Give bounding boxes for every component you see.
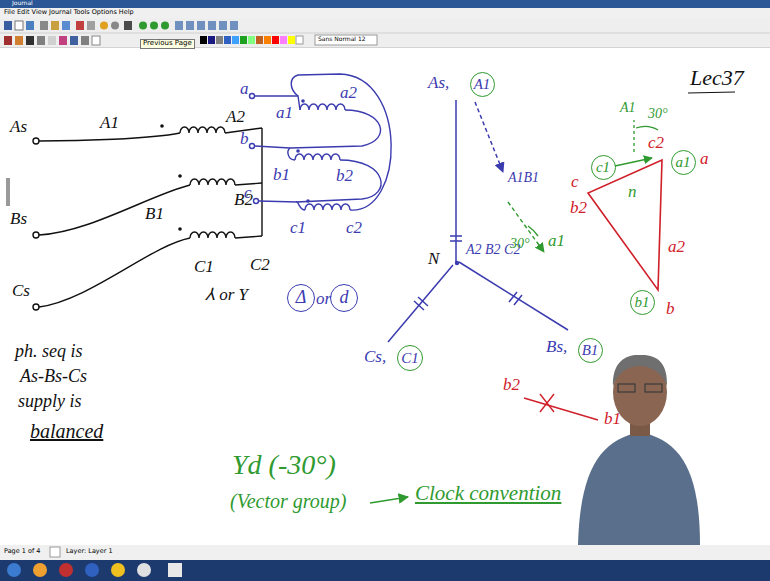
circled-text: B1 <box>582 342 599 359</box>
terminal-label: A1B1 <box>508 170 539 185</box>
terminal-label: c2 <box>648 134 664 153</box>
toolbar <box>0 18 770 48</box>
terminal-label: c1 <box>290 219 306 238</box>
window-title: Journal <box>12 0 33 7</box>
scroll-marker <box>6 178 10 206</box>
note-text: ph. seq is <box>15 342 83 362</box>
primary-windings <box>33 127 262 310</box>
circled-text: C1 <box>401 350 419 367</box>
status-text: Layer: Layer 1 <box>66 548 113 555</box>
terminal-label: c2 <box>346 219 362 238</box>
canvas <box>0 48 770 545</box>
circled-text: Δ <box>296 288 307 308</box>
terminal-label: b2 <box>570 199 587 218</box>
note-arrow <box>370 497 408 503</box>
taskbar <box>0 560 770 581</box>
red-sketch <box>524 394 598 420</box>
circled-text: b1 <box>635 294 650 311</box>
circled-text: a1 <box>676 154 691 171</box>
terminal-label: N <box>428 250 439 269</box>
circled-text: d <box>340 288 349 308</box>
terminal-label: A1 <box>100 114 119 133</box>
circled-label: a1 <box>671 150 696 175</box>
angle-label: 30° <box>510 236 530 251</box>
terminal-label: As <box>10 118 27 137</box>
terminal-label: b2 <box>336 167 353 186</box>
angle-label: 30° <box>648 106 668 121</box>
circled-label: d <box>330 284 358 312</box>
terminal-label: a1 <box>276 104 293 123</box>
terminal-label: As, <box>428 74 449 93</box>
terminal-label: b1 <box>273 166 290 185</box>
font-field: Sans Normal 12 <box>318 36 366 43</box>
terminal-label: a2 <box>668 238 685 257</box>
terminal-label: a <box>700 150 709 169</box>
terminal-label: c <box>244 184 252 203</box>
terminal-label: B1 <box>145 205 164 224</box>
taskbar-icons <box>7 563 182 577</box>
menu-items: File Edit View Journal Tools Options Hel… <box>4 9 134 16</box>
vector-group: Yd (-30°) <box>232 450 336 481</box>
terminal-label: Cs <box>12 282 30 301</box>
circled-text: A1 <box>474 76 491 93</box>
circled-text: c1 <box>596 159 610 176</box>
circled-label: B1 <box>578 338 603 363</box>
terminal-label: a <box>240 80 249 99</box>
note-text: Clock convention <box>415 482 561 505</box>
status-text: Page 1 of 4 <box>4 548 40 555</box>
neutral-point <box>455 261 459 265</box>
terminal-label: A2 <box>226 108 245 127</box>
toolbar-icons <box>4 21 238 45</box>
underline-strokes <box>688 92 735 93</box>
terminal-label: A1 <box>620 100 636 115</box>
terminal-label: c <box>571 173 579 192</box>
color-palette <box>200 35 377 45</box>
terminal-label: Bs, <box>546 338 567 357</box>
status-bar <box>0 545 770 560</box>
connection-note: or <box>316 290 331 309</box>
terminal-label: b2 <box>503 376 520 395</box>
circled-label: A1 <box>470 72 495 97</box>
circled-label: Δ <box>287 284 315 312</box>
terminal-label: b <box>666 300 675 319</box>
terminal-label: C1 <box>194 258 214 277</box>
terminal-label: b1 <box>604 410 621 429</box>
tooltip: Previous Page <box>140 39 195 49</box>
terminal-label: Cs, <box>364 348 386 367</box>
page-field <box>50 547 60 557</box>
delta-triangle <box>588 160 662 290</box>
menu-bar <box>0 8 770 18</box>
circled-label: C1 <box>397 345 423 371</box>
note-text: supply is <box>18 392 82 412</box>
circled-label: b1 <box>630 290 655 315</box>
note-text: (Vector group) <box>230 490 346 512</box>
connection-note: ⅄ or Y <box>205 286 248 305</box>
lecture-number: Lec37 <box>690 66 744 90</box>
terminal-label: n <box>628 183 637 202</box>
note-text: balanced <box>30 420 103 442</box>
primary-phasors <box>388 100 568 342</box>
terminal-label: b <box>240 130 249 149</box>
terminal-label: a2 <box>340 84 357 103</box>
lecturer <box>578 355 700 545</box>
secondary-phasor <box>508 202 544 252</box>
toolbar-divider <box>0 33 770 34</box>
terminal-label: a1 <box>548 232 565 251</box>
terminal-label: Bs <box>10 210 27 229</box>
title-bar <box>0 0 770 8</box>
circled-label: c1 <box>591 155 616 180</box>
secondary-windings <box>250 74 392 210</box>
note-text: As-Bs-Cs <box>20 367 87 387</box>
terminal-label: C2 <box>250 256 270 275</box>
polarity-dots <box>296 99 310 203</box>
